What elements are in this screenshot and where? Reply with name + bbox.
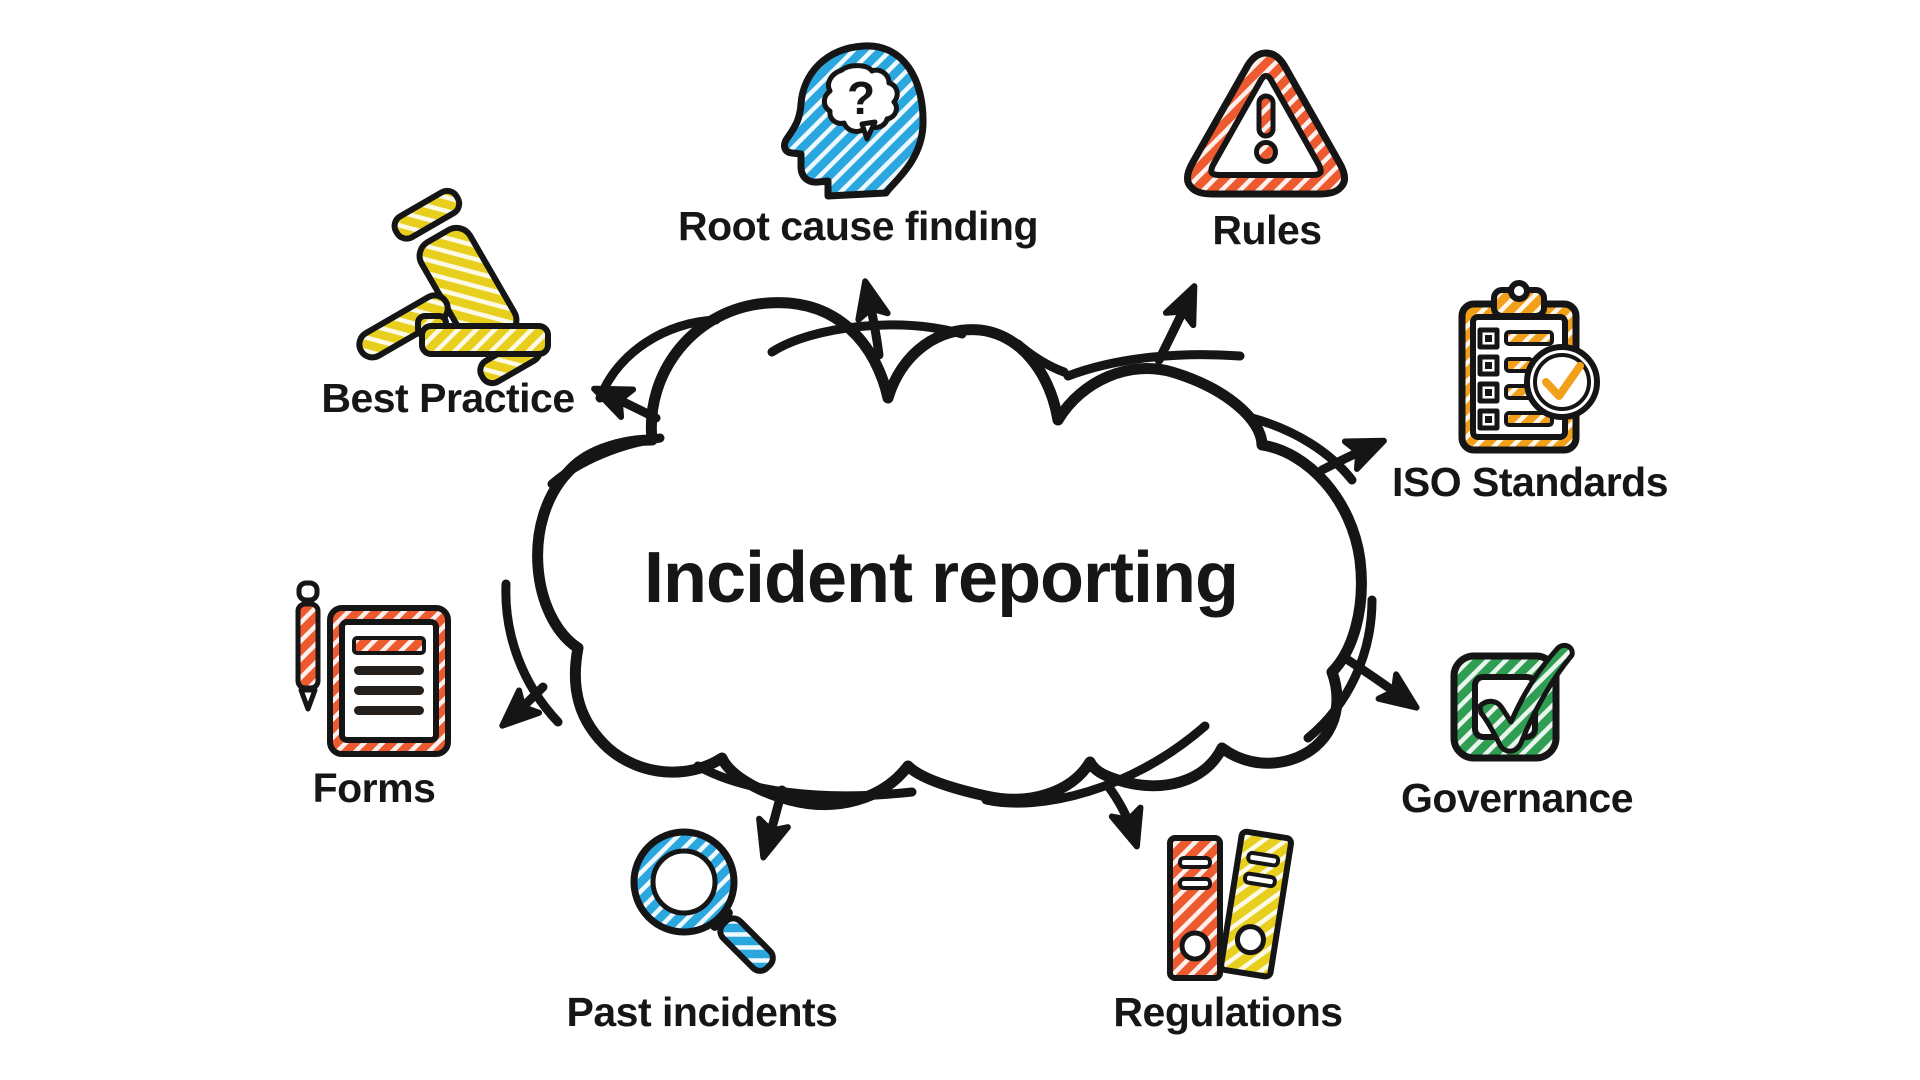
- head-brain-question-icon: ?: [781, 42, 927, 200]
- question-mark-glyph: ?: [847, 72, 875, 124]
- binder-orange: [1167, 835, 1223, 981]
- label-regulations: Regulations: [1113, 989, 1343, 1035]
- cloud-outline: [501, 297, 1377, 811]
- connector-arrows: [499, 278, 1420, 861]
- arrow-root-cause: [855, 278, 891, 360]
- label-iso-standards: ISO Standards: [1391, 459, 1669, 505]
- magnifying-glass-icon: [630, 828, 776, 974]
- pen: [295, 580, 321, 712]
- binder-yellow: [1218, 828, 1295, 980]
- checkbox-check-icon: [1450, 642, 1575, 762]
- label-best-practice: Best Practice: [321, 375, 575, 421]
- label-rules: Rules: [1212, 207, 1322, 253]
- label-forms: Forms: [312, 765, 436, 811]
- clipboard-checklist-icon: [1458, 280, 1600, 454]
- label-governance: Governance: [1401, 775, 1634, 821]
- arrow-rules: [1154, 283, 1198, 365]
- gavel-icon: [356, 187, 551, 387]
- warning-triangle-icon: [1184, 49, 1348, 198]
- center-topic-label: Incident reporting: [644, 538, 1239, 618]
- arrow-forms: [499, 682, 548, 729]
- arrow-iso-standards: [1317, 437, 1387, 475]
- arrow-best-practice: [591, 385, 661, 423]
- cloud-echo-arcs: [501, 315, 1377, 808]
- arrow-past-incidents: [756, 785, 791, 861]
- document-pen-icon: [295, 580, 451, 757]
- label-past-incidents: Past incidents: [566, 989, 838, 1035]
- ring-binders-icon: [1167, 828, 1295, 981]
- arrow-governance: [1343, 655, 1420, 711]
- arrow-regulations: [1103, 781, 1144, 850]
- label-root-cause-finding: Root cause finding: [678, 203, 1039, 249]
